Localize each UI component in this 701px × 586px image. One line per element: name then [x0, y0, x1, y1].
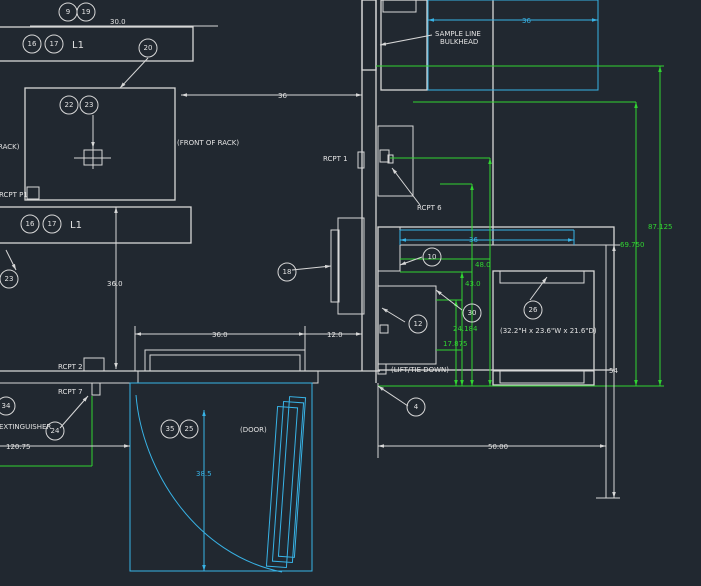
svg-text:9: 9: [66, 8, 70, 16]
balloon-17-mid: 17: [42, 214, 62, 234]
label-rack-left: RACK): [0, 143, 20, 151]
svg-text:22: 22: [65, 101, 74, 109]
balloon-19: 19: [76, 2, 96, 22]
balloon-10: 10: [422, 247, 442, 267]
dim-48-0: 48.0: [475, 261, 491, 269]
balloon-20: 20: [138, 38, 158, 58]
svg-text:35: 35: [166, 425, 175, 433]
label-front-of-rack: (FRONT OF RACK): [177, 139, 239, 147]
svg-text:26: 26: [529, 306, 538, 314]
label-extinguisher: EXTINGUISHER: [0, 423, 51, 431]
dim-36-top-right: 36: [522, 17, 531, 25]
svg-text:17: 17: [50, 40, 59, 48]
svg-text:25: 25: [185, 425, 194, 433]
svg-text:10: 10: [428, 253, 437, 261]
balloon-17-top: 17: [44, 34, 64, 54]
label-l1-top: L1: [72, 40, 84, 51]
label-rcpt-p1: RCPT P1: [0, 191, 28, 199]
balloon-24: 24: [45, 421, 65, 441]
balloon-26: 26: [523, 300, 543, 320]
balloon-34: 34: [0, 396, 16, 416]
svg-text:17: 17: [48, 220, 57, 228]
balloon-35: 35: [160, 419, 180, 439]
dim-36-0-bottom: 36.0: [212, 331, 228, 339]
green-geometry: [0, 65, 664, 467]
label-rcpt-2: RCPT 2: [58, 363, 83, 371]
dim-87-125: 87.125: [648, 223, 673, 231]
label-sample-line-2: BULKHEAD: [440, 38, 478, 46]
label-rcpt-6: RCPT 6: [417, 204, 442, 212]
label-l1-mid: L1: [70, 220, 82, 231]
label-sample-line-1: SAMPLE LINE: [435, 30, 481, 38]
leader-lines: [5, 34, 548, 429]
svg-text:34: 34: [2, 402, 11, 410]
svg-text:23: 23: [85, 101, 94, 109]
svg-text:23: 23: [5, 275, 14, 283]
svg-text:4: 4: [414, 403, 419, 411]
label-rcpt-7: RCPT 7: [58, 388, 83, 396]
balloon-18: 18: [277, 262, 297, 282]
svg-text:16: 16: [28, 40, 37, 48]
label-door: (DOOR): [240, 426, 267, 434]
dim-36-0-left: 36.0: [107, 280, 123, 288]
svg-text:30: 30: [468, 309, 477, 317]
svg-text:18: 18: [283, 268, 292, 276]
balloon-23-left: 23: [0, 269, 19, 289]
balloon-12: 12: [408, 314, 428, 334]
balloon-9: 9: [58, 2, 78, 22]
dim-24-184: 24.184: [453, 325, 478, 333]
label-rcpt-1: RCPT 1: [323, 155, 348, 163]
svg-text:16: 16: [26, 220, 35, 228]
svg-text:20: 20: [144, 44, 153, 52]
dim-38-5: 38.5: [196, 470, 212, 478]
label-lift-tie-down: (LIFT/TIE DOWN): [391, 366, 449, 374]
svg-text:24: 24: [51, 427, 60, 435]
dim-54: 54: [609, 367, 618, 375]
dim-17-875: 17.875: [443, 340, 468, 348]
svg-text:12: 12: [414, 320, 423, 328]
dimension-lines: [0, 18, 662, 571]
dim-30-0: 30.0: [110, 18, 126, 26]
balloon-16-top: 16: [22, 34, 42, 54]
balloon-23: 23: [79, 95, 99, 115]
dim-120-75: 120.75: [6, 443, 31, 451]
cyan-geometry: [129, 0, 599, 573]
balloon-16-mid: 16: [20, 214, 40, 234]
dim-69-750: 69.750: [620, 241, 645, 249]
balloon-22: 22: [59, 95, 79, 115]
balloon-4: 4: [406, 397, 426, 417]
dim-50-00: 50.00: [488, 443, 508, 451]
balloon-30: 30: [462, 303, 482, 323]
dim-36-cyan: 36: [469, 236, 478, 244]
label-box-size: (32.2"H x 23.6"W x 21.6"D): [500, 327, 597, 335]
svg-text:19: 19: [82, 8, 91, 16]
dim-43-0: 43.0: [465, 280, 481, 288]
equipment-geometry: [0, 0, 615, 458]
dim-12-0: 12.0: [327, 331, 343, 339]
dim-36-mid: 36: [278, 92, 287, 100]
balloon-25: 25: [179, 419, 199, 439]
